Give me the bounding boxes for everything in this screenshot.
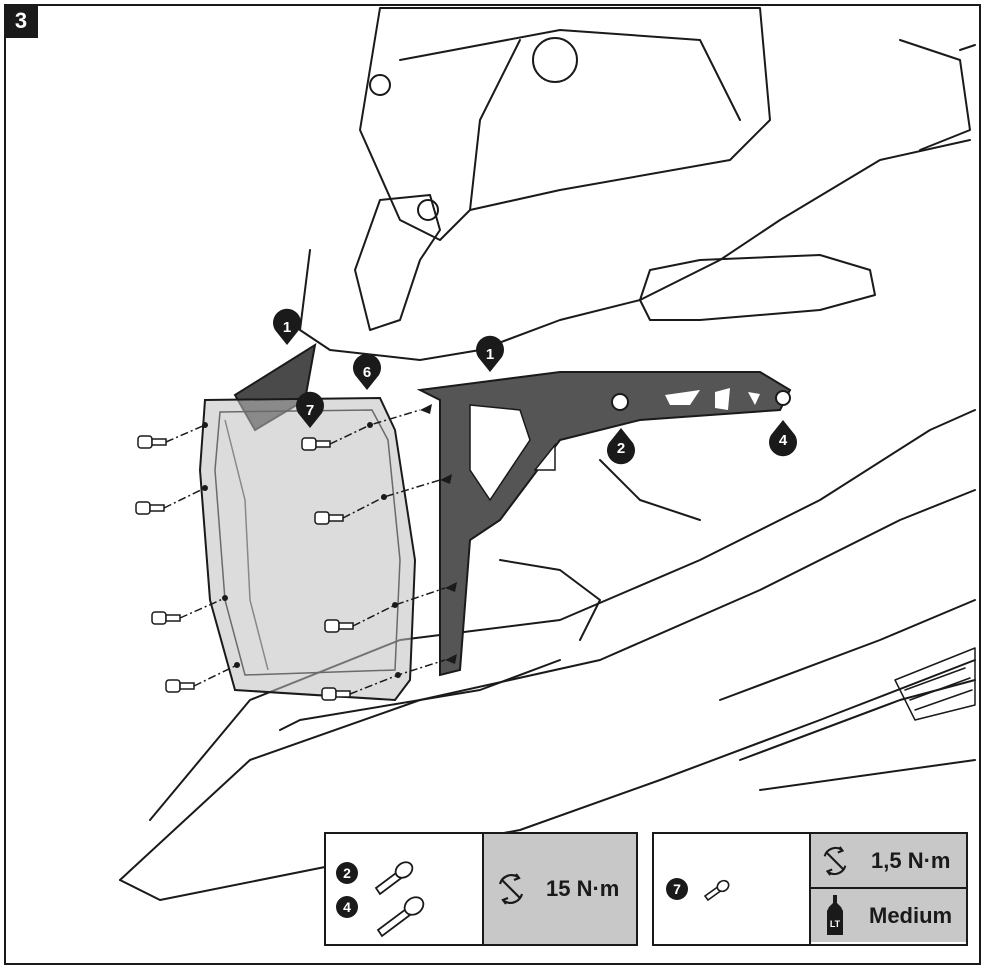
screw-icon bbox=[703, 879, 730, 902]
spec-left-torque-value: 15 N·m bbox=[546, 876, 620, 901]
threadlocker-bottle-icon: LT bbox=[827, 895, 843, 935]
callout-bracket-left: 1 bbox=[273, 308, 301, 345]
callout-pivot-a-label: 2 bbox=[617, 440, 625, 457]
spec-right-threadlocker: LT Medium bbox=[811, 889, 966, 942]
spec-box-screws: 7 1,5 N·m LT Medium bbox=[652, 832, 968, 946]
callout-guard-label: 6 bbox=[363, 364, 371, 381]
callout-bracket-left-label: 1 bbox=[283, 319, 291, 336]
torque-wrench-icon bbox=[498, 873, 524, 905]
spec-right-values: 1,5 N·m LT Medium bbox=[809, 834, 966, 944]
spec-left-item-2: 2 bbox=[336, 862, 358, 884]
callout-pivot-b-label: 4 bbox=[779, 432, 788, 449]
spec-right-item-7: 7 bbox=[666, 878, 688, 900]
callout-guard-screw-label: 7 bbox=[306, 402, 314, 419]
callout-bracket-right-label: 1 bbox=[486, 346, 494, 363]
spec-left-torque: 15 N·m bbox=[482, 834, 636, 944]
windscreen-outline bbox=[359, 7, 771, 241]
spec-right-torque: 1,5 N·m bbox=[811, 834, 966, 889]
bracket-right bbox=[416, 371, 792, 677]
step-number: 3 bbox=[4, 4, 38, 38]
callout-pivot-a: 2 bbox=[607, 428, 635, 465]
torque-wrench-icon bbox=[823, 846, 847, 876]
callout-guard-screw: 7 bbox=[296, 391, 325, 428]
bolt-icon bbox=[374, 861, 425, 938]
threadlocker-strength: Medium bbox=[869, 903, 953, 928]
assembly-lines bbox=[163, 409, 446, 695]
callout-guard: 6 bbox=[353, 353, 382, 390]
callout-pivot-b: 4 bbox=[769, 420, 798, 457]
fairing-outline bbox=[299, 139, 971, 361]
page-frame bbox=[4, 4, 981, 965]
spec-left-item-4: 4 bbox=[336, 896, 358, 918]
callout-bracket-right: 1 bbox=[475, 335, 504, 372]
spec-box-bolts: 2 4 15 N·m bbox=[324, 832, 638, 946]
headlight-guard bbox=[198, 396, 417, 702]
air-grille bbox=[894, 647, 976, 721]
spec-right-parts: 7 bbox=[654, 834, 809, 944]
spec-left-parts: 2 4 bbox=[326, 834, 482, 944]
spec-right-torque-value: 1,5 N·m bbox=[871, 848, 951, 873]
threadlocker-badge: LT bbox=[830, 919, 841, 929]
